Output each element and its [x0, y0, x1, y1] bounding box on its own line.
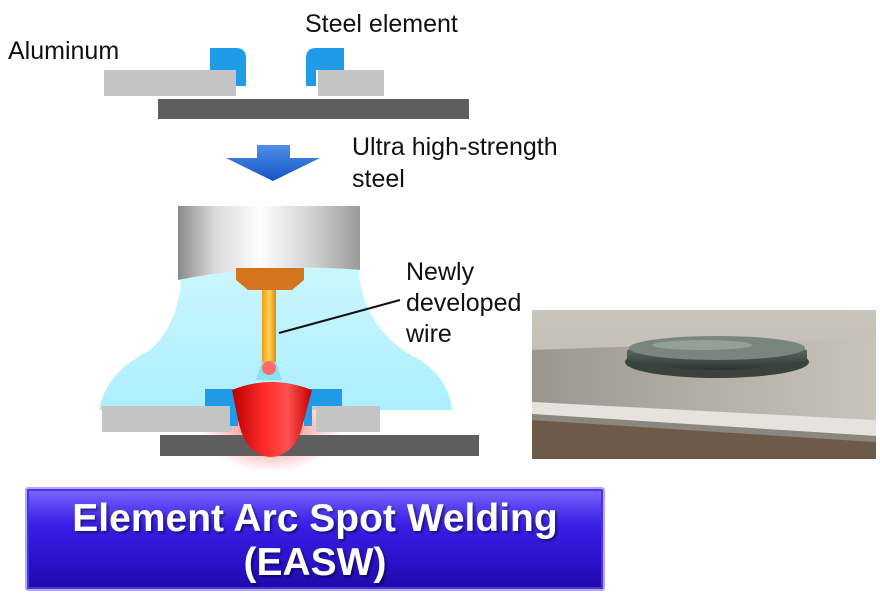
steel-element-right-welded [304, 389, 342, 426]
wire-label-line2: developed [406, 289, 522, 317]
steel-plate-top [158, 99, 469, 119]
wire-label-line3: wire [406, 320, 452, 348]
steel-plate-bottom [160, 435, 479, 456]
uhss-label-line1: Ultra high-strength [352, 133, 558, 161]
wire-leader-line [278, 299, 401, 334]
weld-pool [232, 382, 312, 457]
pre-assembly-group [104, 48, 469, 119]
banner-title-line1: Element Arc Spot Welding [72, 497, 558, 540]
aluminum-label: Aluminum [8, 37, 120, 65]
wire-label-line1: Newly [406, 258, 475, 286]
aluminum-plate-left-welded [102, 406, 232, 432]
steel-element-right [306, 48, 344, 86]
welding-torch-icon [178, 206, 360, 290]
wire-droplet [262, 361, 276, 375]
welded-joint-photo [532, 310, 876, 459]
aluminum-plate-left [104, 70, 236, 96]
title-banner: Element Arc Spot Welding (EASW) [25, 487, 605, 591]
aluminum-plate-right-welded [316, 406, 380, 432]
banner-title-line2: (EASW) [243, 541, 387, 584]
filler-wire [262, 290, 276, 364]
steel-element-label: Steel element [305, 10, 458, 38]
uhss-label-line2: steel [352, 165, 405, 193]
down-arrow-icon [226, 145, 320, 181]
steel-element-left [210, 48, 246, 86]
steel-element-left-welded [205, 389, 238, 426]
aluminum-plate-right [318, 70, 384, 96]
torch-body [178, 206, 360, 280]
contact-tip [236, 268, 304, 290]
